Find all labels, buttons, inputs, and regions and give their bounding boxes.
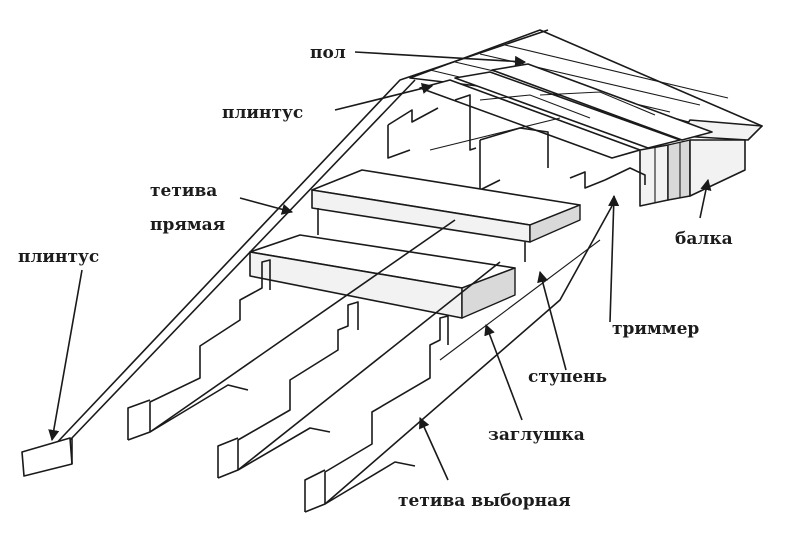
label-step: ступень bbox=[528, 367, 607, 387]
lower-tread bbox=[249, 234, 516, 319]
leader-beam bbox=[699, 178, 712, 219]
plinth-bottom bbox=[21, 437, 73, 477]
label-plug: заглушка bbox=[488, 425, 585, 445]
leader-plug bbox=[484, 323, 523, 421]
beam-end bbox=[689, 139, 746, 197]
cut-stringer-right bbox=[304, 315, 449, 513]
leader-step bbox=[537, 270, 567, 371]
label-plinth-bottom: плинтус bbox=[18, 247, 99, 267]
floor-structure bbox=[409, 29, 763, 207]
label-stringer-straight-1: тетива bbox=[150, 181, 217, 201]
label-stringer-cut: тетива выборная bbox=[398, 491, 571, 511]
leader-plinth-top bbox=[334, 82, 434, 111]
back-stringer bbox=[387, 94, 646, 191]
leader-floor bbox=[354, 51, 527, 67]
label-stringer-straight-2: прямая bbox=[150, 215, 225, 235]
beam-block bbox=[667, 139, 691, 201]
label-floor: пол bbox=[310, 43, 346, 63]
label-trimmer: триммер bbox=[612, 319, 699, 339]
leader-stringer-straight bbox=[239, 197, 294, 215]
upper-tread bbox=[311, 169, 581, 262]
label-beam: балка bbox=[675, 229, 733, 249]
label-plinth-top: плинтус bbox=[222, 103, 303, 123]
cut-stringer-left bbox=[127, 259, 271, 441]
leader-lines bbox=[48, 51, 712, 481]
leader-plinth-bottom bbox=[48, 269, 83, 442]
leader-stringer-cut bbox=[419, 416, 449, 481]
leader-trimmer bbox=[608, 194, 620, 323]
cut-stringer-middle bbox=[217, 301, 359, 479]
labels: пол плинтус тетива прямая плинтус балка … bbox=[18, 43, 733, 511]
